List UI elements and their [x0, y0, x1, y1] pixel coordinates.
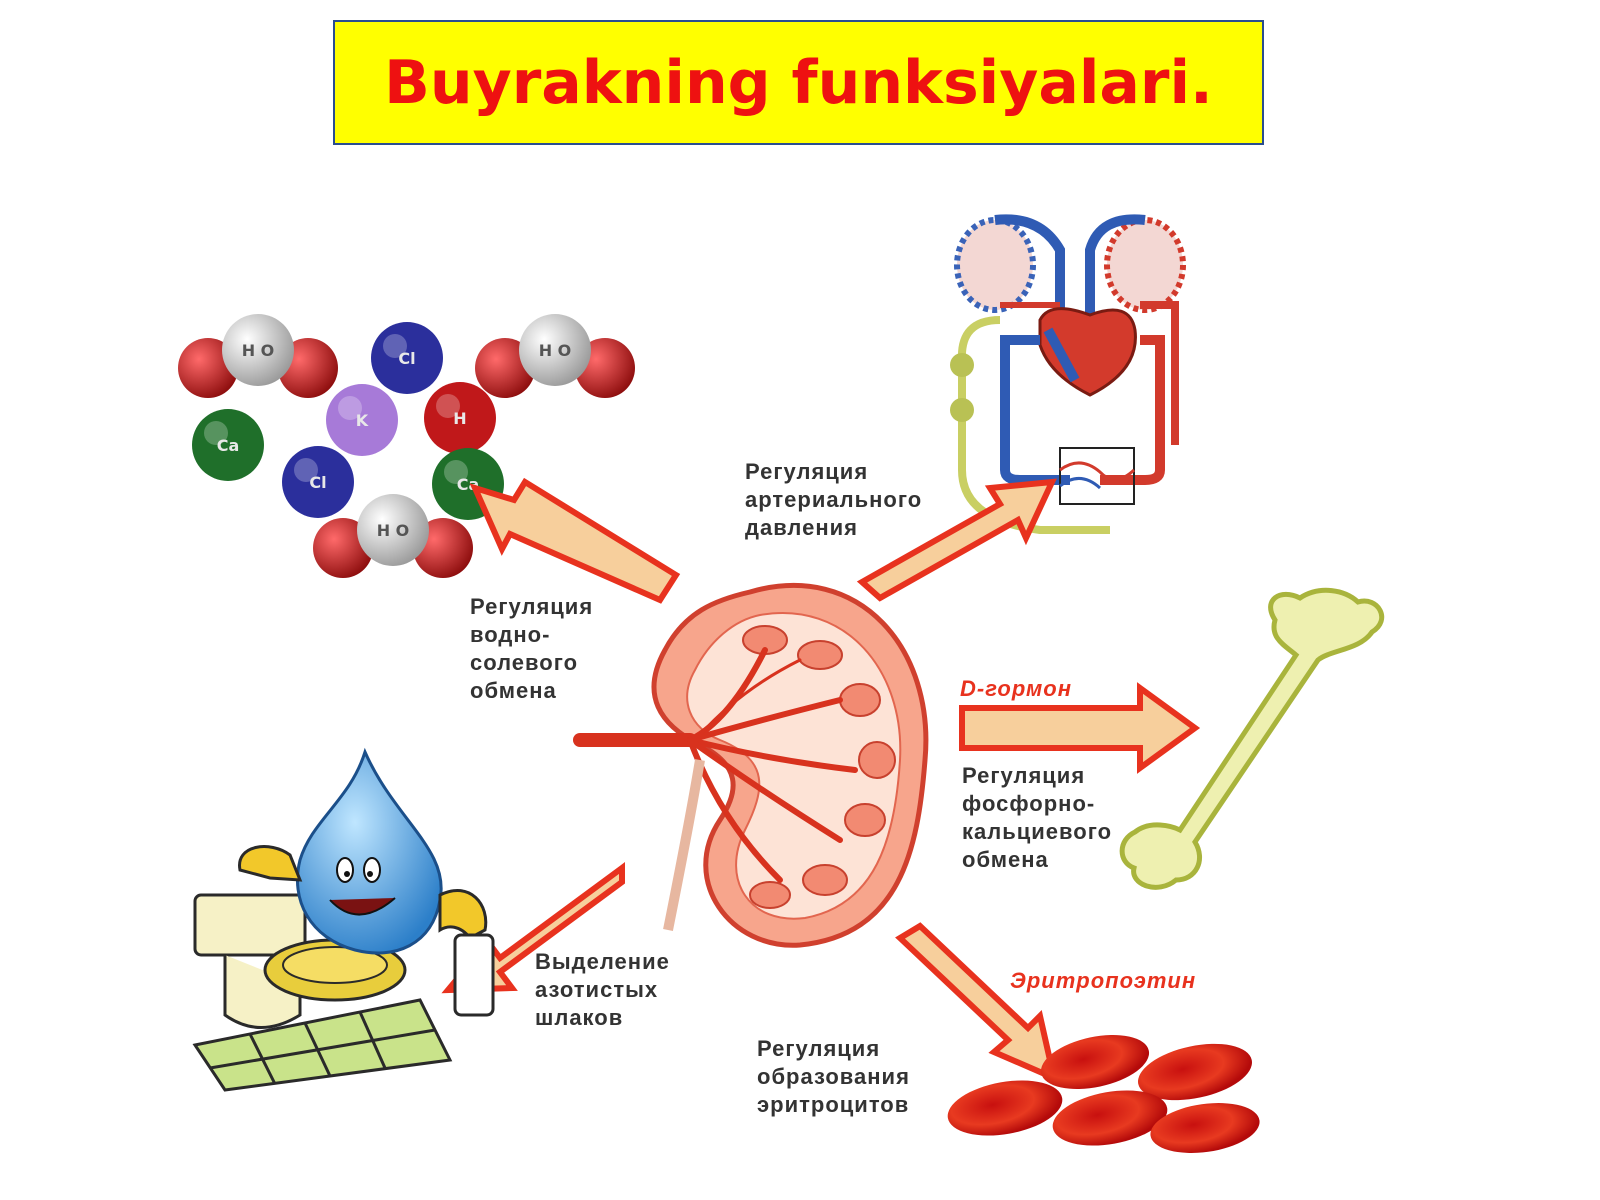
tag-d-hormone: D-гормон [960, 676, 1072, 701]
ion-sphere: H [424, 382, 496, 454]
label-phosphorus-calcium-regulation: Регуляция фосфорно- кальциевого обмена [962, 762, 1112, 874]
molecule-symbol: H O [377, 521, 410, 540]
femur-bone-illustration [1119, 587, 1385, 890]
label-line: солевого [470, 650, 579, 675]
slide-title: Buyrakning funksiyalari. [384, 47, 1213, 118]
molecule-symbol: Cl [398, 349, 415, 368]
label-nitrogen-waste-excretion: Выделение азотистых шлаков [535, 948, 670, 1032]
label-blood-pressure-regulation: Регуляция артериального давления [745, 458, 922, 542]
water-drop-toilet-illustration [192, 747, 495, 1092]
label-line: образования [757, 1064, 910, 1089]
label-line: азотистых [535, 977, 659, 1002]
molecule-symbol: H [453, 409, 466, 428]
label-line: Регуляция [757, 1036, 881, 1061]
ion-sphere: Cl [371, 322, 443, 394]
label-line: эритроцитов [757, 1092, 910, 1117]
label-line: Регуляция [745, 459, 869, 484]
label-line: обмена [962, 847, 1049, 872]
tag-erythropoietin: Эритропоэтин [1010, 968, 1197, 993]
title-banner: Buyrakning funksiyalari. [333, 20, 1264, 145]
kidney-illustration [573, 583, 929, 948]
label-line: обмена [470, 678, 557, 703]
arrow-blood-pressure [856, 478, 1057, 602]
water-molecule: H O [475, 314, 635, 398]
ion-sphere: Ca [192, 409, 264, 481]
arrow-d-hormone [959, 682, 1201, 774]
label-line: фосфорно- [962, 791, 1096, 816]
label-line: шлаков [535, 1005, 624, 1030]
arrow-water-salt [469, 477, 681, 604]
water-molecule: H O [178, 314, 338, 398]
ion-sphere: K [326, 384, 398, 456]
label-line: Регуляция [470, 594, 594, 619]
arrow-erythropoietin [895, 922, 1059, 1084]
molecule-symbol: H O [242, 341, 275, 360]
label-line: Выделение [535, 949, 670, 974]
label-line: Регуляция [962, 763, 1086, 788]
red-blood-cells-illustration [947, 1035, 1260, 1153]
label-line: водно- [470, 622, 551, 647]
molecule-symbol: Ca [217, 436, 240, 455]
water-molecule: H O [313, 494, 473, 578]
label-line: артериального [745, 487, 923, 512]
label-line: давления [745, 515, 859, 540]
label-erythrocyte-regulation: Регуляция образования эритроцитов [757, 1035, 910, 1119]
molecule-symbol: Cl [309, 473, 326, 492]
molecule-symbol: K [356, 411, 369, 430]
ion-sphere: Cl [282, 446, 354, 518]
circulatory-system-illustration [950, 214, 1186, 534]
label-water-salt-regulation: Регуляция водно- солевого обмена [470, 593, 593, 705]
molecule-symbol: H O [539, 341, 572, 360]
label-line: кальциевого [962, 819, 1113, 844]
